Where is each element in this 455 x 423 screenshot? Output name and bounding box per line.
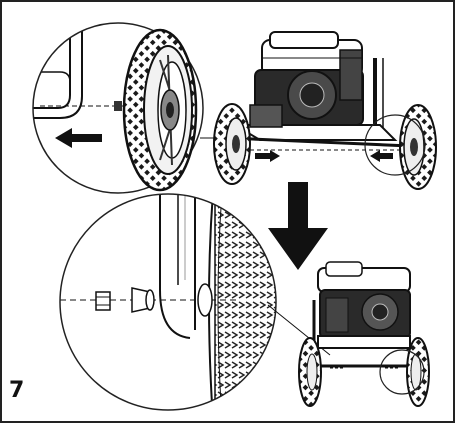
step-number: 7 [9, 378, 25, 403]
bottom-detail-callout [60, 194, 276, 410]
bottom-detail-circle [59, 193, 277, 411]
left-arrow-icon [370, 150, 393, 162]
pressure-washer-assembled [298, 261, 430, 407]
down-arrow-icon [268, 182, 328, 270]
right-arrow-icon [255, 150, 280, 162]
axle-washer [131, 287, 155, 313]
axle-nut [95, 291, 111, 311]
left-arrow-icon [55, 128, 102, 148]
top-detail-circle [32, 22, 204, 194]
pressure-washer-exploded [213, 31, 437, 190]
large-wheel-top [122, 28, 198, 192]
